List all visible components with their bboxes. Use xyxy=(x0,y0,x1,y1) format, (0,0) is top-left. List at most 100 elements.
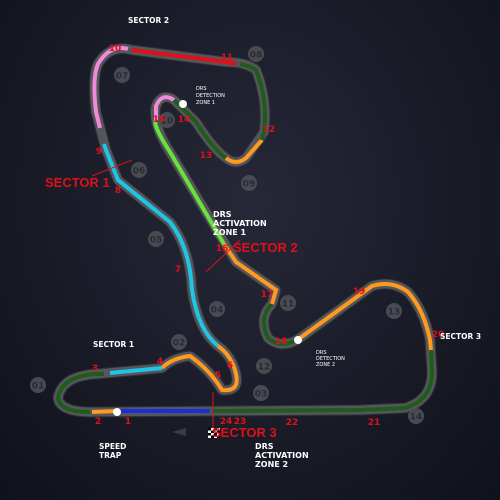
drs-detection-point-2 xyxy=(294,336,302,344)
marshal-post: 06 xyxy=(131,162,147,178)
svg-text:TRAP: TRAP xyxy=(99,451,122,460)
sector1-split-line xyxy=(91,159,133,177)
drs-detection-zone-1-label: DRS DETECTION ZONE 1 xyxy=(196,86,225,106)
marshal-post: 14 xyxy=(408,408,424,424)
segment-cyan-5 xyxy=(102,143,220,348)
turn-number: 20 xyxy=(432,330,445,340)
marshal-post: 11 xyxy=(280,295,296,311)
segment-darkgreen-18 xyxy=(261,302,302,346)
sector2-split-label: SECTOR 2 xyxy=(233,240,298,255)
svg-text:ZONE 1: ZONE 1 xyxy=(213,228,247,237)
svg-text:ACTIVATION: ACTIVATION xyxy=(213,219,267,228)
sector3-label: SECTOR 3 xyxy=(440,332,481,341)
svg-text:08: 08 xyxy=(250,51,263,61)
svg-text:DRS: DRS xyxy=(196,86,207,92)
svg-text:02: 02 xyxy=(173,339,186,349)
svg-text:ZONE 2: ZONE 2 xyxy=(316,362,335,368)
svg-text:05: 05 xyxy=(150,236,163,246)
sector2-split-line xyxy=(205,239,241,273)
marshal-post: 08 xyxy=(248,46,264,62)
svg-text:DETECTION: DETECTION xyxy=(196,93,225,99)
svg-text:SPEED: SPEED xyxy=(99,442,126,451)
marshal-post: 04 xyxy=(209,301,225,317)
turn-number: 6 xyxy=(227,361,233,371)
marshal-post: 05 xyxy=(148,231,164,247)
turn-number: 16 xyxy=(216,244,229,254)
turn-number: 24 xyxy=(220,417,233,427)
sector2-label: SECTOR 2 xyxy=(128,16,169,25)
marshal-post: 09 xyxy=(241,175,257,191)
svg-text:13: 13 xyxy=(388,308,401,318)
segment-green-drs1 xyxy=(153,118,226,246)
svg-text:ZONE 2: ZONE 2 xyxy=(255,460,288,469)
svg-text:06: 06 xyxy=(133,167,146,177)
turn-number: 4 xyxy=(157,357,163,367)
turn-number: 3 xyxy=(92,364,98,374)
svg-text:09: 09 xyxy=(243,180,256,190)
segment-darkgreen-main xyxy=(211,349,435,413)
turn-number: 14 xyxy=(178,115,191,125)
svg-text:ACTIVATION: ACTIVATION xyxy=(255,451,309,460)
marshal-post: 12 xyxy=(256,358,272,374)
marshal-post: 07 xyxy=(114,67,130,83)
turn-number: 9 xyxy=(96,147,102,157)
turn-number: 1 xyxy=(125,417,131,427)
checkered-flag-icon xyxy=(208,428,220,438)
segment-orange-17 xyxy=(222,242,279,305)
drs-detection-zone-2-label: DRS DETECTION ZONE 2 xyxy=(316,350,345,368)
svg-text:03: 03 xyxy=(255,390,268,400)
segment-orange-20 xyxy=(298,282,433,351)
turn-number: 7 xyxy=(175,265,181,275)
turn-number: 21 xyxy=(368,418,381,428)
speed-trap-label: SPEED TRAP xyxy=(99,442,126,460)
drs-activation-zone-2-label: DRS ACTIVATION ZONE 2 xyxy=(255,442,309,469)
drs-detection-point-1 xyxy=(179,100,187,108)
turn-number: 5 xyxy=(215,371,221,381)
svg-text:DRS: DRS xyxy=(255,442,274,451)
svg-text:DRS: DRS xyxy=(316,350,327,356)
svg-text:01: 01 xyxy=(32,382,45,392)
svg-text:DETECTION: DETECTION xyxy=(316,356,345,362)
turn-number: 13 xyxy=(200,151,213,161)
turn-number: 2 xyxy=(95,417,101,427)
turn-number: 15 xyxy=(153,115,166,125)
drs-activation-zone-1-label: DRS ACTIVATION ZONE 1 xyxy=(213,210,267,237)
sector3-split-label: SECTOR 3 xyxy=(212,425,277,440)
svg-text:14: 14 xyxy=(410,413,423,423)
svg-text:ZONE 1: ZONE 1 xyxy=(196,100,215,106)
marshal-post: 01 xyxy=(30,377,46,393)
marshal-post: 02 xyxy=(171,334,187,350)
track-segments xyxy=(55,46,435,414)
svg-text:DRS: DRS xyxy=(213,210,232,219)
segment-darkgreen-2 xyxy=(55,372,104,414)
marshal-post: 13 xyxy=(386,303,402,319)
turn-number: 10 xyxy=(109,44,122,54)
marshal-post: 10 xyxy=(159,112,175,128)
segment-red-11 xyxy=(131,48,237,66)
sector1-split-label: SECTOR 1 xyxy=(45,175,110,190)
speed-trap-point xyxy=(113,408,121,416)
segment-cyan-3 xyxy=(109,366,163,375)
turn-number: 18 xyxy=(275,337,288,347)
segment-orange-6 xyxy=(160,344,239,393)
sector-split-markers xyxy=(91,159,241,432)
segment-pink-15 xyxy=(154,95,176,120)
svg-text:12: 12 xyxy=(258,363,271,373)
marshal-posts: 01 02 03 04 05 06 07 08 09 10 11 12 13 1… xyxy=(30,46,424,424)
turn-number: 11 xyxy=(221,53,234,63)
turn-number: 17 xyxy=(261,290,274,300)
sector1-label: SECTOR 1 xyxy=(93,340,134,349)
svg-text:07: 07 xyxy=(116,72,129,82)
race-direction-arrow-icon xyxy=(172,428,186,436)
turn-number: 19 xyxy=(353,287,366,297)
turn-numbers: 1 2 3 4 5 6 7 8 9 10 11 12 13 14 15 16 1… xyxy=(92,44,444,428)
segment-darkgreen-14 xyxy=(172,98,228,160)
turn-number: 22 xyxy=(286,418,299,428)
segment-pink-10 xyxy=(92,46,129,129)
svg-text:10: 10 xyxy=(161,117,174,127)
turn-number: 23 xyxy=(234,417,247,427)
marshal-post: 03 xyxy=(253,385,269,401)
segment-darkgreen-12 xyxy=(239,62,267,141)
